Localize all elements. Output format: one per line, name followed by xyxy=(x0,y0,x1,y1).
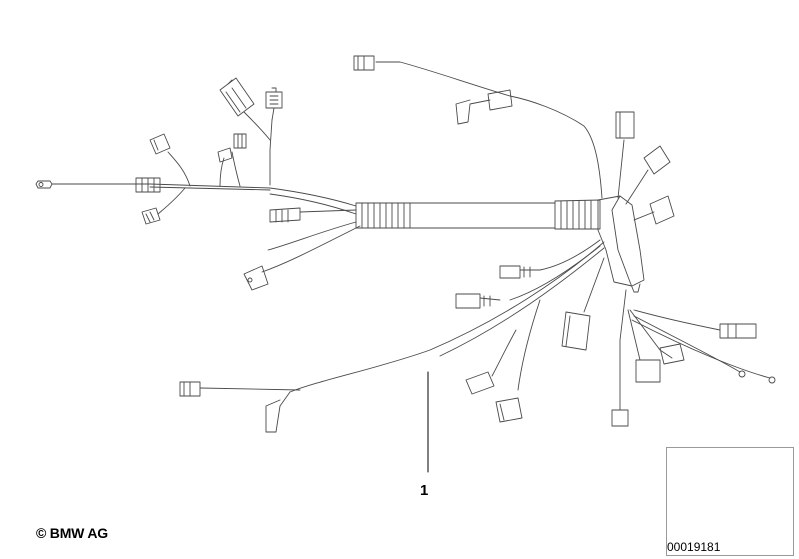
wire-top-1 xyxy=(243,111,271,141)
wire-bottom-1 xyxy=(619,289,627,411)
connector-lower-t xyxy=(265,391,291,433)
document-id: 00019181 xyxy=(667,540,721,554)
connector-bottom-4 xyxy=(719,323,757,339)
wire-bottom-3 xyxy=(629,309,673,359)
wire-bottom-5 xyxy=(633,315,741,373)
part-callout-number: 1 xyxy=(420,482,429,499)
wire-top-left-1 xyxy=(167,151,191,187)
wire-top-left-2 xyxy=(231,151,241,187)
connector-top-far xyxy=(353,55,375,71)
connector-down-left xyxy=(243,265,269,291)
wire-down-left-2 xyxy=(261,225,361,273)
vehicle-thumbnail-frame xyxy=(666,447,794,556)
connector-far-left xyxy=(179,381,201,397)
connector-inline-left xyxy=(135,177,161,193)
wire-right-up-1 xyxy=(617,139,625,199)
connector-lower-2 xyxy=(465,371,495,395)
connector-lower-left xyxy=(141,207,161,225)
corrugated-sleeve-right xyxy=(554,199,601,230)
wire-long-down-left xyxy=(289,241,605,393)
connector-right-up-2 xyxy=(643,145,671,175)
connector-top-left-3 xyxy=(217,147,233,163)
wire-lower-2 xyxy=(491,329,517,377)
junction-box-foot xyxy=(629,281,641,293)
connector-mid-1 xyxy=(499,265,541,279)
branch-horizontal-left xyxy=(59,183,271,189)
wire-bottom-2 xyxy=(627,309,641,361)
connector-lower-3 xyxy=(561,311,591,351)
connector-upper-t xyxy=(455,89,513,125)
wire-right-up-3 xyxy=(633,211,655,221)
wire-mid-1 xyxy=(539,239,601,271)
trunk-left-wire xyxy=(269,187,357,207)
trunk-left-wire-2 xyxy=(269,193,357,215)
harness-tube xyxy=(409,202,556,229)
connector-bottom-3 xyxy=(659,343,685,365)
connector-stub-center xyxy=(269,207,301,223)
wire-stub xyxy=(299,209,357,213)
wire-lower-3 xyxy=(583,257,605,313)
branch-horizontal-left-2 xyxy=(149,186,271,191)
wire-far-left xyxy=(199,387,301,391)
junction-box xyxy=(597,195,645,287)
connector-top-left-1 xyxy=(149,133,171,155)
wire-top-2 xyxy=(271,107,275,121)
wire-bottom-4 xyxy=(633,309,721,331)
wire-down-left xyxy=(267,221,357,251)
connector-top-large xyxy=(219,77,255,117)
corrugated-sleeve-left xyxy=(355,202,411,229)
connector-bottom-1 xyxy=(611,409,629,427)
connector-right-up-3 xyxy=(649,195,675,225)
connector-top-center xyxy=(265,87,283,109)
connector-right-up-1 xyxy=(615,111,635,139)
wire-bottom-6 xyxy=(631,319,771,379)
terminal-eyelet-2 xyxy=(768,376,776,384)
wire-lower-left xyxy=(157,187,186,215)
wire-top-left-3 xyxy=(219,157,225,187)
connector-left-end xyxy=(35,180,61,189)
connector-mid-2 xyxy=(455,293,501,309)
wire-right-up-2 xyxy=(625,169,649,205)
wire-mid-2 xyxy=(509,245,601,301)
branch-vertical xyxy=(269,119,273,186)
copyright-text: © BMW AG xyxy=(36,525,108,541)
wire-long-down-left-2 xyxy=(439,247,605,357)
terminal-eyelet-1 xyxy=(738,370,746,378)
connector-top-left-2 xyxy=(233,133,247,149)
junction-box-edge xyxy=(611,195,631,283)
connector-bottom-2 xyxy=(635,359,661,383)
wire-lower-1 xyxy=(517,299,541,391)
connector-lower-1 xyxy=(495,397,523,423)
wire-arc-top xyxy=(509,95,603,199)
wire-top-horizontal xyxy=(375,61,511,97)
